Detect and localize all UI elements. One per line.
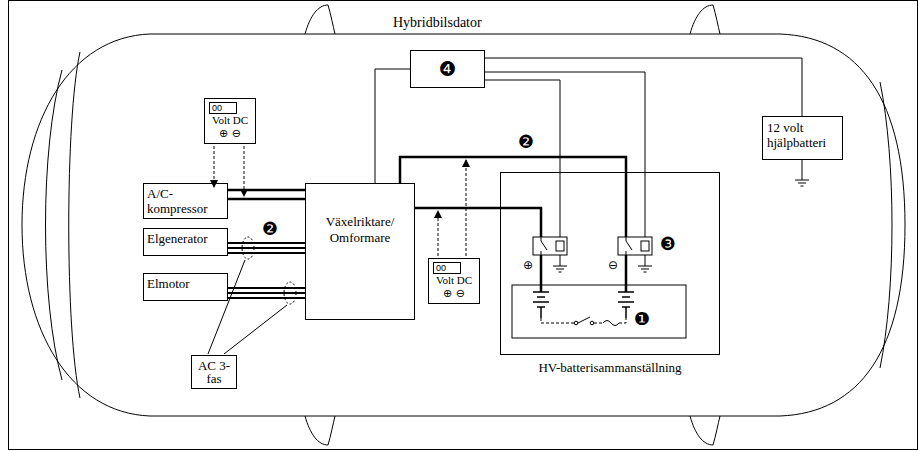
- wire: [228, 190, 305, 199]
- callout-number: ❷: [262, 219, 278, 239]
- label-box: AC 3-fas: [191, 355, 237, 389]
- hv-wiring: [500, 172, 645, 292]
- meter-label: Volt DC: [431, 274, 477, 287]
- voltmeter-box: 00Volt DC⊕ ⊖: [204, 98, 256, 144]
- polarity-sign: ⊖: [608, 258, 618, 272]
- wire: [415, 207, 500, 210]
- box-label: Elmotor: [147, 276, 224, 291]
- auxiliary-battery-box: 12 volt hjälpbatteri: [762, 116, 843, 160]
- control-unit-box: Hybridbilsdator❹: [410, 50, 485, 88]
- callout-number: ❸: [660, 234, 676, 254]
- box-label: Växelriktare/ Omformare: [310, 214, 410, 246]
- phase-marker: [208, 237, 296, 354]
- ground-symbol: [553, 160, 809, 272]
- wire: [400, 157, 626, 183]
- meter-display: 00: [433, 262, 461, 274]
- voltmeter-box: 00Volt DC⊕ ⊖: [428, 258, 480, 304]
- box-label: AC 3-fas: [196, 359, 232, 385]
- polarity-sign: ⊕: [523, 258, 533, 272]
- callout-number: ❹: [411, 51, 484, 87]
- battery-symbol: [512, 285, 686, 338]
- meter-label: Volt DC: [207, 114, 253, 127]
- wire: [485, 58, 802, 116]
- meter-display: 00: [209, 102, 237, 114]
- callout-number: ❶: [634, 309, 650, 329]
- box-label: A/C-kompressor: [147, 186, 224, 216]
- callout-number: ❷: [518, 132, 534, 152]
- heading: HV-batterisammanställning: [501, 360, 719, 376]
- box-label: Elgenerator: [147, 231, 224, 246]
- wire: [228, 243, 305, 253]
- relay-symbol: [533, 237, 652, 255]
- heading: Hybridbilsdator: [393, 14, 482, 32]
- component-box: A/C-kompressor: [143, 183, 228, 219]
- meter-terminals: ⊕ ⊖: [207, 127, 253, 140]
- frame: [9, 1, 918, 450]
- car-outline: [22, 5, 905, 445]
- wire: [485, 72, 645, 172]
- wire: [228, 288, 305, 298]
- box-label: 12 volt hjälpbatteri: [767, 120, 838, 150]
- inverter-box: Växelriktare/ Omformare: [305, 183, 415, 320]
- wire: [485, 80, 560, 172]
- wire: [375, 69, 410, 183]
- component-box: Elgenerator: [143, 228, 228, 256]
- component-box: Elmotor: [143, 273, 228, 301]
- meter-terminals: ⊕ ⊖: [431, 287, 477, 300]
